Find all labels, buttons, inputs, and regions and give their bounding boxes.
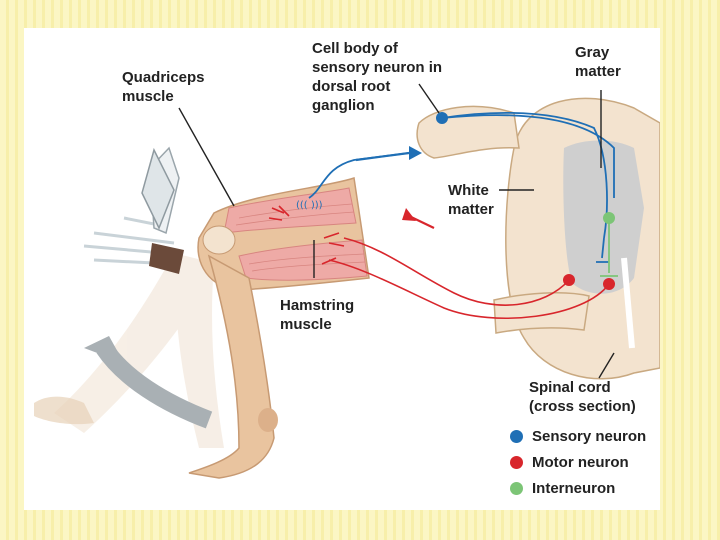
legend-sensory-label: Sensory neuron <box>532 428 647 445</box>
sensory-arrow <box>409 146 422 160</box>
label-hamstring: Hamstring muscle <box>280 297 355 333</box>
sensory-cell-body <box>436 112 448 124</box>
reflex-hammer <box>141 146 184 274</box>
interneuron <box>600 218 618 277</box>
leader-lines <box>178 83 615 379</box>
spinal-cord <box>505 97 660 380</box>
hamstring-muscle <box>238 239 368 281</box>
label-cell-body: Cell body of sensory neuron in dorsal ro… <box>312 40 443 114</box>
ghost-foot <box>34 396 94 425</box>
label-spinal-cord: Spinal cord (cross section) <box>529 379 636 415</box>
motor-neuron <box>268 205 610 320</box>
motor-cell-body-2 <box>603 278 615 290</box>
motor-cell-body-1 <box>563 274 575 286</box>
lower-leg <box>188 254 278 479</box>
legend-interneuron-dot <box>510 482 523 495</box>
kneecap <box>202 225 236 255</box>
legend-motor-dot <box>510 456 523 469</box>
svg-text:((( ))): ((( ))) <box>296 200 323 211</box>
motor-arrow <box>402 208 416 221</box>
label-white-matter: White matter <box>448 182 494 218</box>
reflex-arc-illustration: ((( ))) <box>34 83 660 479</box>
label-quadriceps: Quadriceps muscle <box>122 69 205 105</box>
diagram-panel: ((( ))) Quadriceps muscle Cell body <box>24 28 660 510</box>
legend-motor-label: Motor neuron <box>532 454 629 471</box>
label-gray-matter: Gray matter <box>575 44 621 80</box>
legend-sensory-dot <box>510 430 523 443</box>
sensory-neuron <box>308 111 615 263</box>
ventral-root <box>493 292 590 334</box>
ghost-leg <box>54 253 224 448</box>
thigh <box>197 177 370 291</box>
legend-interneuron-label: Interneuron <box>532 480 616 497</box>
interneuron-cell-body <box>603 212 615 224</box>
